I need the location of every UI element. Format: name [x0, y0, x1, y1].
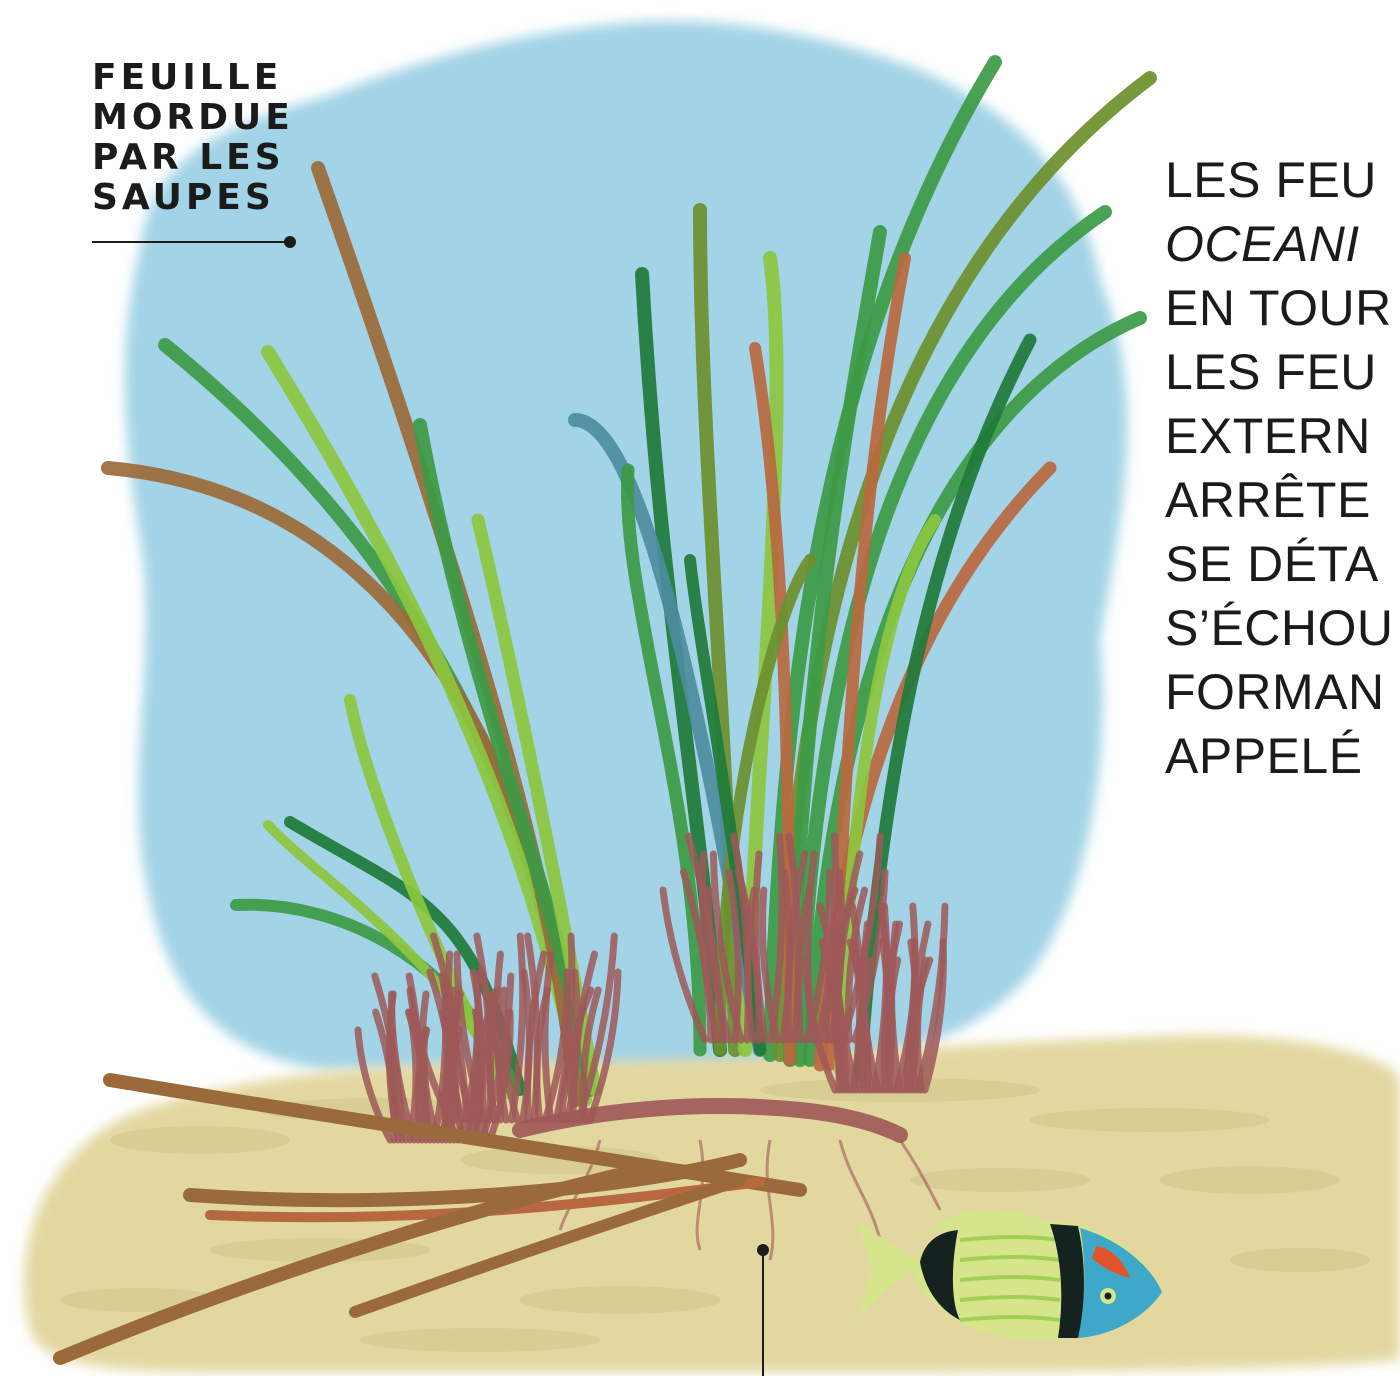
- sheath-fiber: [801, 956, 839, 1094]
- root: [838, 1139, 882, 1241]
- dead-leaf: [183, 1153, 747, 1208]
- explanatory-text-line: S’ÉCHOU: [1165, 600, 1394, 656]
- bitten-leaf-label-line: SAUPES: [92, 177, 275, 218]
- explanatory-text-line: FORMAN: [1165, 664, 1385, 720]
- sheath-fiber: [752, 850, 769, 1044]
- sheath-fiber: [569, 950, 598, 1124]
- sheath-fiber: [921, 938, 947, 1094]
- sheath-fiber: [744, 886, 758, 1044]
- label-leader-line: [92, 236, 296, 248]
- sheath-fiber: [579, 986, 602, 1124]
- sheath-fiber: [541, 950, 555, 1124]
- sheath-fiber: [844, 886, 869, 1044]
- sheath-fiber: [704, 886, 733, 1044]
- rhizome: [512, 1098, 908, 1143]
- sand-patch: [1160, 1166, 1340, 1194]
- explanatory-text-line: LES FEU: [1165, 152, 1377, 208]
- explanatory-text-line: EXTERN: [1165, 408, 1371, 464]
- root: [765, 1139, 775, 1261]
- root: [898, 1139, 942, 1211]
- sheath-fiber: [914, 902, 949, 1094]
- fish-stripe: [959, 1255, 1061, 1262]
- bitten-leaf-label-line: MORDUE: [92, 97, 294, 138]
- dead-leaves-on-seabed: [53, 1073, 807, 1365]
- explanatory-text-line: SE DÉTA: [1165, 536, 1379, 592]
- root-callout-line: [757, 1244, 769, 1376]
- seagrass-leaf: [834, 514, 941, 1076]
- sheath-fiber: [486, 1008, 514, 1144]
- seagrass-leaf: [620, 463, 707, 1057]
- leaf-sheaths: [354, 832, 949, 1144]
- sheath-fiber: [831, 920, 861, 1094]
- fish-stripe: [959, 1295, 1061, 1302]
- sheath-fiber: [473, 990, 497, 1144]
- sheath-fiber: [888, 920, 904, 1094]
- fish-stripe: [959, 1275, 1061, 1282]
- sheath-fiber: [659, 886, 709, 1044]
- explanatory-text-line: ARRÊTE: [1165, 472, 1371, 528]
- sheath-fiber: [586, 968, 622, 1124]
- explanatory-text-line: OCEANI: [1165, 216, 1360, 272]
- fish-stripe: [959, 1235, 1061, 1242]
- explanatory-text: LES FEU OCEANI EN TOUR LES FEU EXTERN ARRÊTE S…: [1165, 148, 1400, 788]
- dead-leaf: [103, 1073, 807, 1197]
- sand-patch: [360, 1328, 600, 1352]
- sheath-fiber: [478, 972, 515, 1144]
- sand-patch: [110, 1126, 290, 1154]
- fish-stripe: [959, 1315, 1061, 1322]
- seagrass-leaf: [824, 252, 911, 1071]
- sheath-fiber: [699, 850, 721, 1044]
- sheath-fiber: [709, 850, 745, 1044]
- dead-leaf: [53, 1163, 647, 1365]
- sheath-fiber: [524, 950, 548, 1124]
- sheath-fiber: [759, 886, 781, 1044]
- sand-patch: [910, 1168, 1090, 1192]
- bitten-leaf-label: FEUILLE MORDUE PAR LES SAUPES: [92, 58, 294, 218]
- sand-patch: [1030, 1108, 1270, 1132]
- sheath-fiber: [479, 1026, 496, 1144]
- explanatory-text-line: LES FEU: [1165, 344, 1377, 400]
- sheath-fiber: [784, 850, 809, 1044]
- bitten-leaf-label-line: PAR LES: [92, 137, 285, 178]
- seagrass-leaf: [763, 55, 1002, 1062]
- root: [695, 1139, 705, 1251]
- dead-leaf: [349, 1174, 746, 1318]
- sea-bream-fish: [858, 1209, 1162, 1341]
- bitten-leaf-label-line: FEUILLE: [92, 57, 283, 98]
- sheath-fiber: [913, 956, 930, 1094]
- sand-patch: [520, 1286, 720, 1314]
- sheath-fiber: [860, 956, 882, 1094]
- sand-patch: [1230, 1248, 1370, 1272]
- explanatory-text-line: APPELÉ: [1165, 728, 1363, 784]
- sheath-fiber: [909, 920, 932, 1094]
- sheath-fiber: [450, 990, 466, 1144]
- explanatory-text-line: EN TOUR: [1165, 280, 1392, 336]
